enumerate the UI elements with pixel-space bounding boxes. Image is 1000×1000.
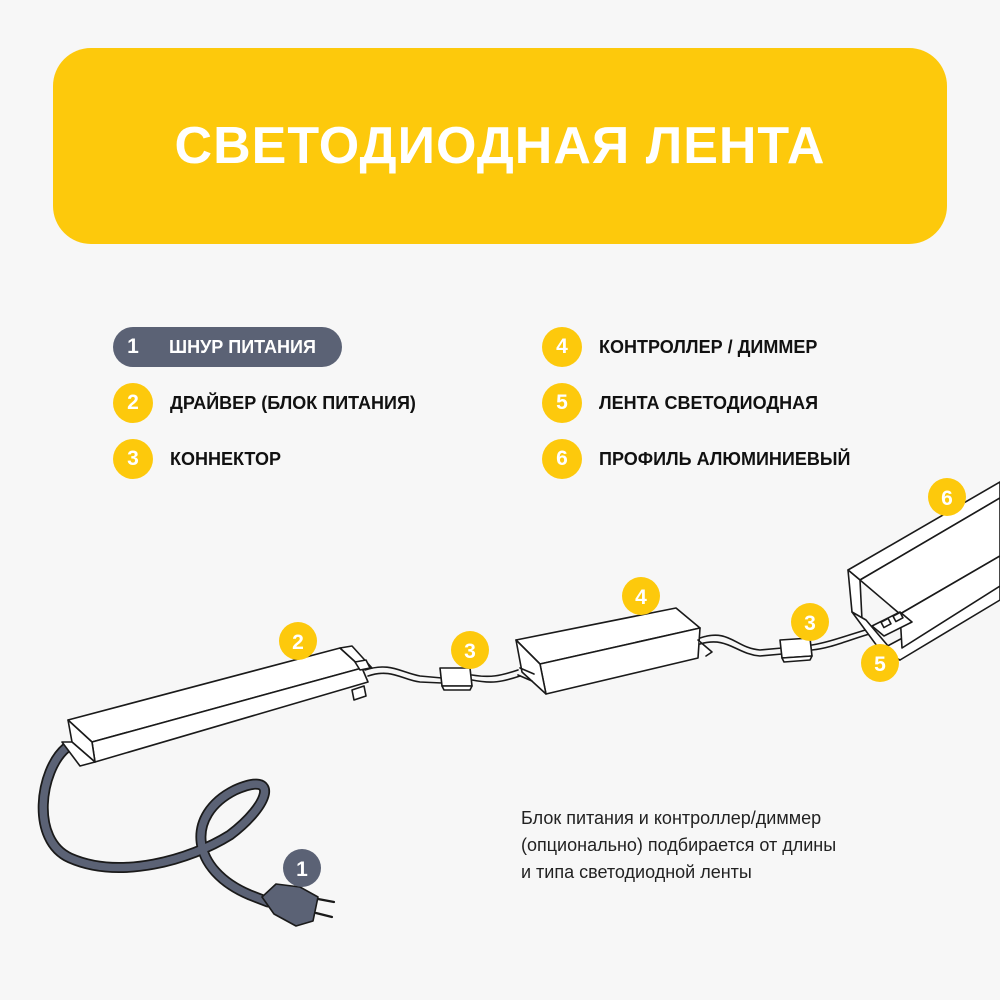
badge-connector-b-text: 3 xyxy=(804,612,816,635)
legend-label-controller: КОНТРОЛЛЕР / ДИММЕР xyxy=(599,336,818,357)
legend-label-connector: КОННЕКТОР xyxy=(170,448,281,469)
legend-badge-3: 3 xyxy=(113,439,153,479)
legend-badge-1: 1 xyxy=(127,335,139,358)
footnote-line-3: и типа светодиодной ленты xyxy=(521,862,752,882)
legend-item-connector[interactable]: 3 КОННЕКТОР xyxy=(113,439,281,479)
aluminum-profile xyxy=(847,481,1000,661)
connector-b xyxy=(779,637,813,663)
badge-driver-text: 2 xyxy=(292,631,304,654)
legend-item-led-strip[interactable]: 5 ЛЕНТА СВЕТОДИОДНАЯ xyxy=(542,383,818,423)
legend-item-profile[interactable]: 6 ПРОФИЛЬ АЛЮМИНИЕВЫЙ xyxy=(542,439,850,479)
title-banner: СВЕТОДИОДНАЯ ЛЕНТА xyxy=(53,48,947,244)
plug-icon xyxy=(261,883,336,927)
badge-connector-a-text: 3 xyxy=(464,640,476,663)
footnote-line-2: (опционально) подбирается от длины xyxy=(521,835,837,855)
page-title: СВЕТОДИОДНАЯ ЛЕНТА xyxy=(174,117,826,175)
badge-strip[interactable]: 5 xyxy=(861,644,899,682)
legend-item-driver[interactable]: 2 ДРАЙВЕР (БЛОК ПИТАНИЯ) xyxy=(113,383,416,423)
badge-profile-text: 6 xyxy=(941,487,953,510)
legend-label-driver: ДРАЙВЕР (БЛОК ПИТАНИЯ) xyxy=(170,392,416,413)
controller-body xyxy=(515,607,713,695)
wire-driver-connector xyxy=(364,666,443,679)
badge-cord-text: 1 xyxy=(296,858,308,881)
legend-badge-5: 5 xyxy=(542,383,582,423)
badge-controller[interactable]: 4 xyxy=(622,577,660,615)
badge-driver[interactable]: 2 xyxy=(279,622,317,660)
legend-badge-6: 6 xyxy=(542,439,582,479)
badge-connector-a[interactable]: 3 xyxy=(451,631,489,669)
driver-body xyxy=(61,645,373,767)
badge-controller-text: 4 xyxy=(635,586,647,609)
legend-label-power-cord: ШНУР ПИТАНИЯ xyxy=(169,336,316,357)
legend-label-led-strip: ЛЕНТА СВЕТОДИОДНАЯ xyxy=(599,392,819,413)
footnote: Блок питания и контроллер/диммер (опцион… xyxy=(521,805,941,886)
legend-item-power-cord[interactable]: 1 ШНУР ПИТАНИЯ xyxy=(113,327,342,367)
connector-a xyxy=(439,667,473,691)
badge-profile[interactable]: 6 xyxy=(928,478,966,516)
badge-connector-b[interactable]: 3 xyxy=(791,603,829,641)
legend-badge-4: 4 xyxy=(542,327,582,367)
legend-label-profile: ПРОФИЛЬ АЛЮМИНИЕВЫЙ xyxy=(599,448,851,469)
legend-item-controller[interactable]: 4 КОНТРОЛЛЕР / ДИММЕР xyxy=(542,327,817,367)
power-cord xyxy=(37,742,274,908)
badge-cord[interactable]: 1 xyxy=(283,849,321,887)
footnote-line-1: Блок питания и контроллер/диммер xyxy=(521,808,822,828)
led-strip xyxy=(871,611,913,637)
legend-badge-2: 2 xyxy=(113,383,153,423)
badge-strip-text: 5 xyxy=(874,653,886,676)
